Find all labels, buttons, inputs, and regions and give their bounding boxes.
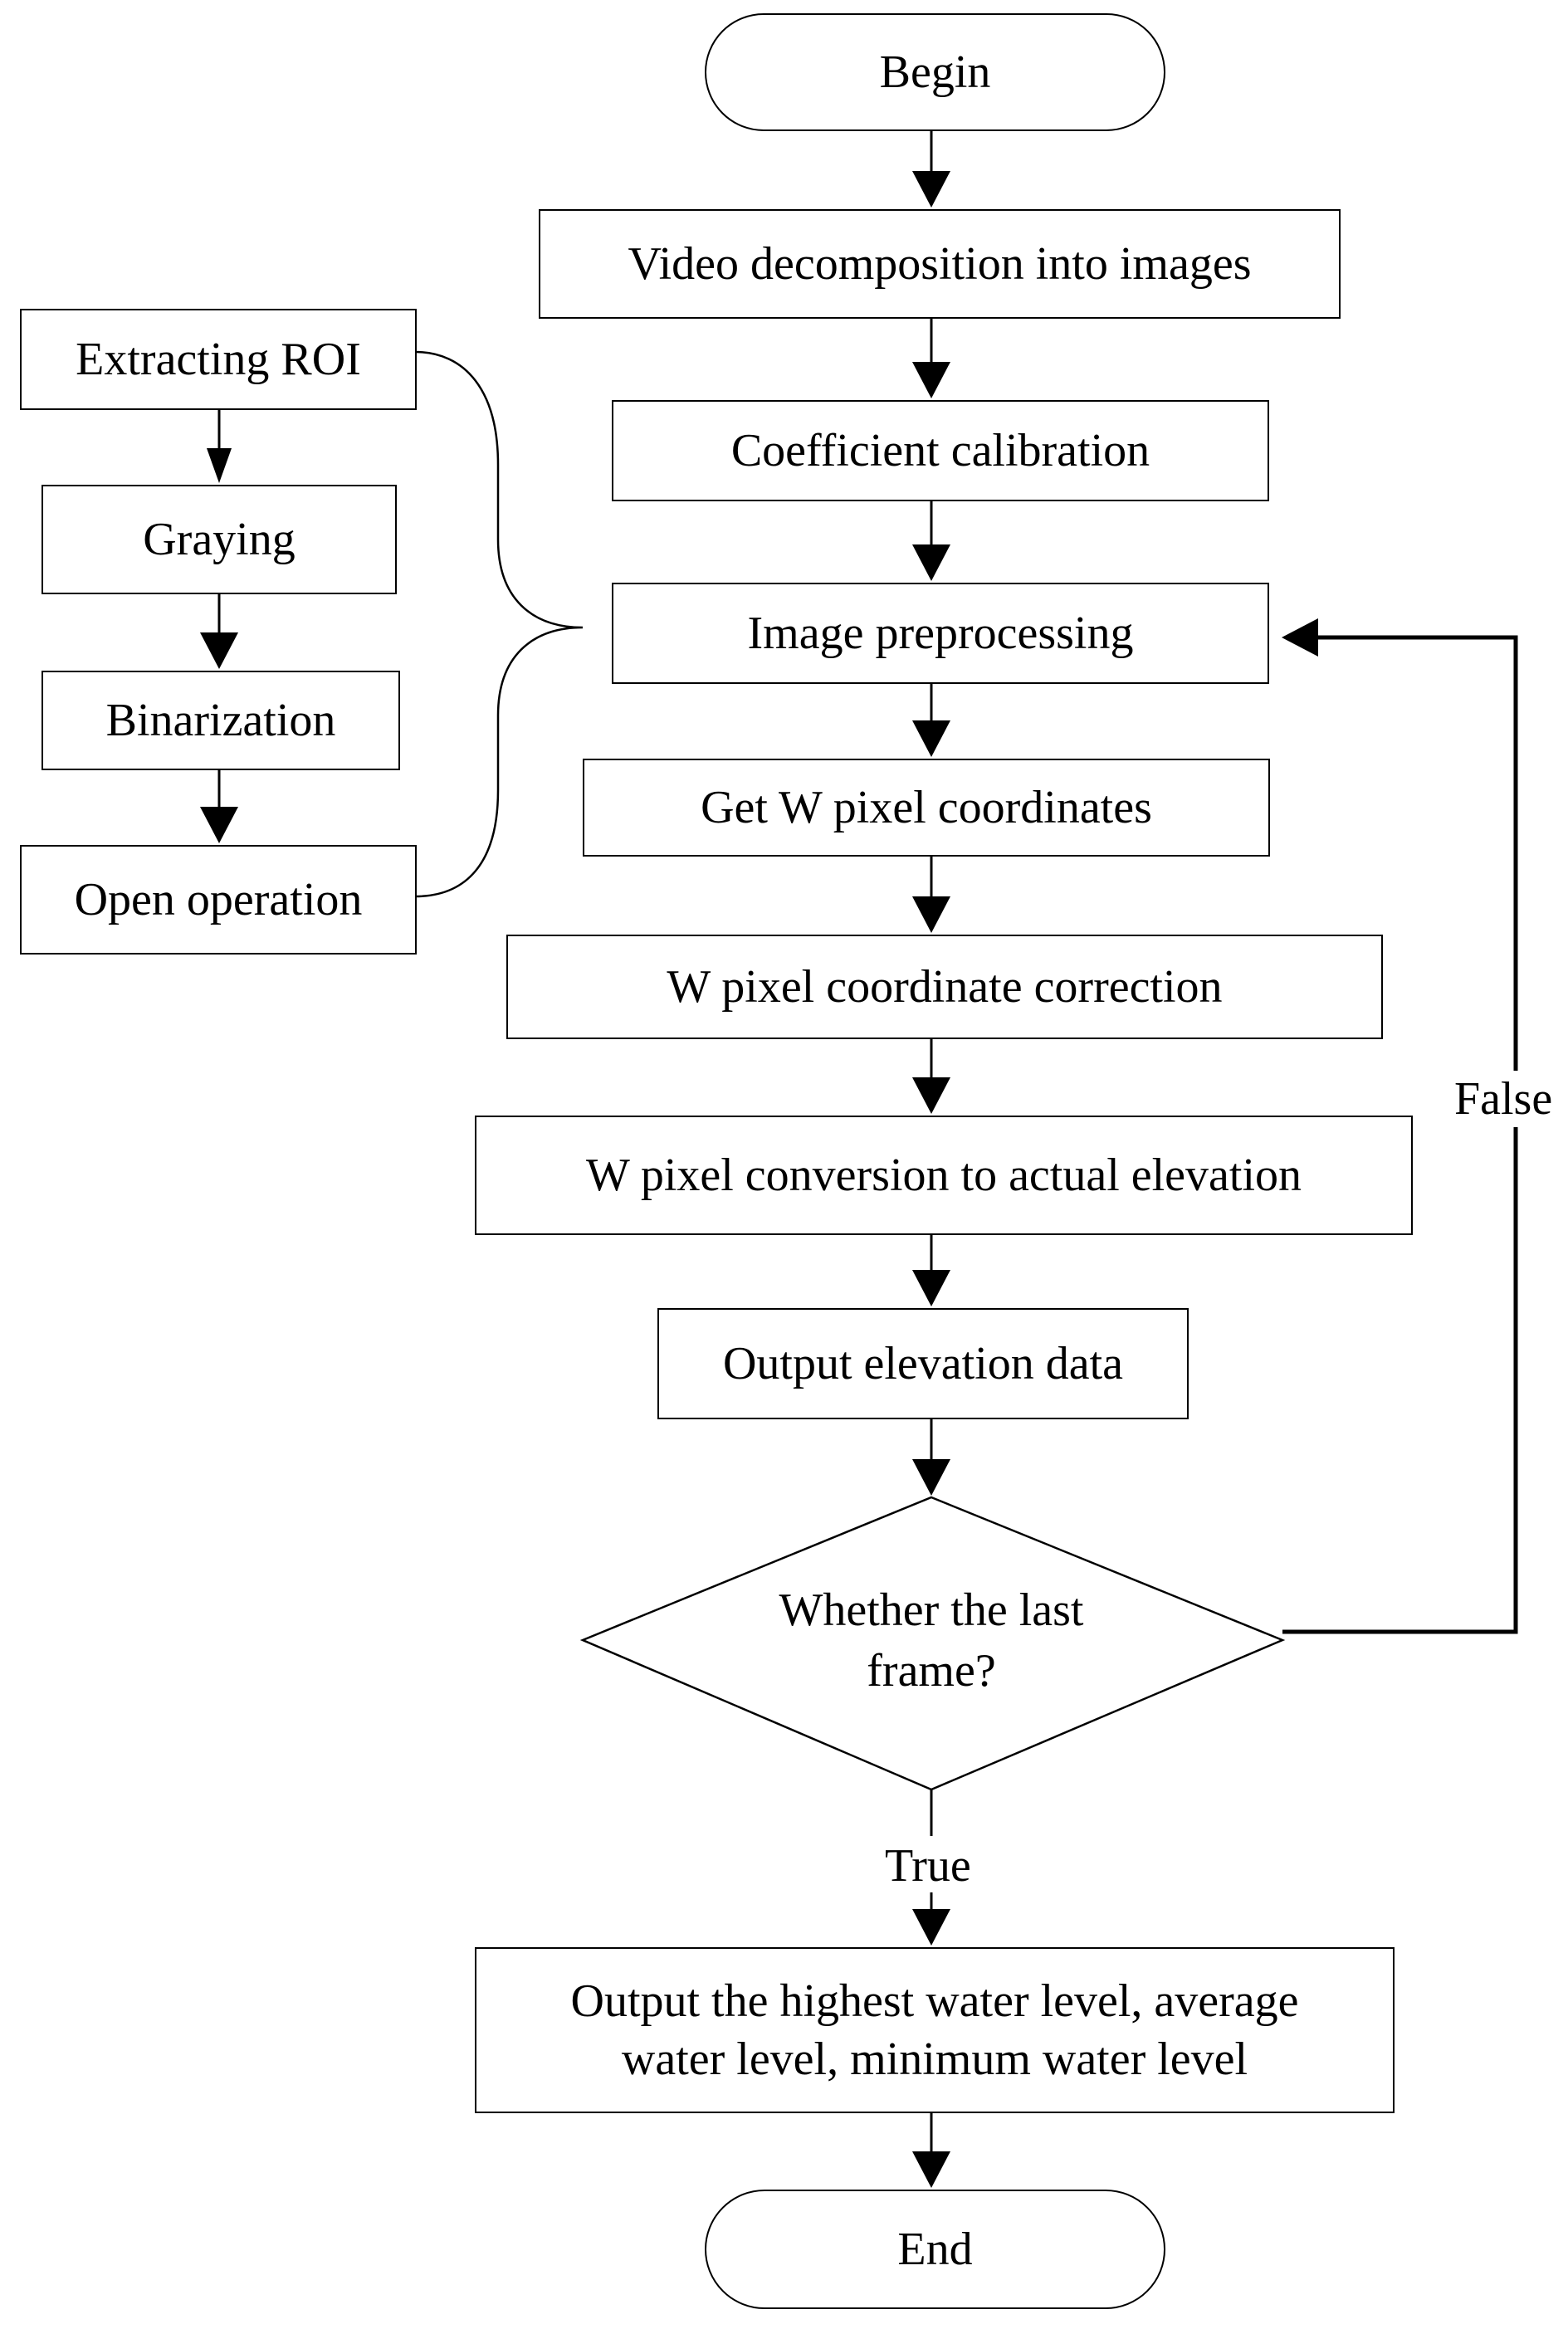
open-operation-node: Open operation [20, 845, 417, 955]
arrowhead [912, 1077, 950, 1114]
extracting-roi-node: Extracting ROI [20, 309, 417, 410]
arrowhead [1282, 618, 1318, 657]
arrowhead [912, 544, 950, 581]
output-elevation-node: Output elevation data [657, 1308, 1189, 1419]
curly-brace [414, 350, 584, 898]
arrowhead [912, 2151, 950, 2188]
end-node: End [705, 2190, 1165, 2309]
begin-node: Begin [705, 13, 1165, 131]
w-pixel-correction-label: W pixel coordinate correction [667, 961, 1223, 1013]
false-loop-line [1282, 635, 1518, 1634]
output-water-level-node: Output the highest water level, average … [475, 1947, 1395, 2113]
binarization-label: Binarization [105, 695, 336, 746]
w-pixel-conversion-label: W pixel conversion to actual elevation [585, 1150, 1302, 1201]
arrowhead [912, 171, 950, 208]
arrowhead [912, 1909, 950, 1946]
begin-label: Begin [879, 46, 991, 98]
video-decomposition-label: Video decomposition into images [628, 238, 1252, 290]
video-decomposition-node: Video decomposition into images [539, 209, 1341, 319]
open-operation-label: Open operation [74, 874, 363, 925]
image-preprocessing-label: Image preprocessing [747, 608, 1134, 659]
graying-node: Graying [42, 485, 397, 594]
get-w-pixel-node: Get W pixel coordinates [583, 759, 1270, 857]
arrowhead [912, 720, 950, 757]
arrowhead [912, 1270, 950, 1306]
arrowhead [207, 448, 232, 483]
coefficient-calibration-node: Coefficient calibration [612, 400, 1269, 501]
end-label: End [897, 2224, 973, 2275]
decision-label: Whether the last frame? [779, 1584, 1084, 1697]
image-preprocessing-node: Image preprocessing [612, 583, 1269, 684]
false-branch-label: False [1451, 1071, 1556, 1127]
arrowhead [912, 362, 950, 398]
arrowhead [912, 896, 950, 933]
extracting-roi-label: Extracting ROI [76, 334, 361, 385]
output-water-level-label: Output the highest water level, average … [570, 1975, 1299, 2085]
output-elevation-label: Output elevation data [722, 1338, 1124, 1389]
w-pixel-correction-node: W pixel coordinate correction [506, 935, 1383, 1039]
arrowhead [200, 807, 238, 843]
graying-label: Graying [143, 514, 296, 565]
true-branch-label: True [882, 1839, 975, 1892]
binarization-node: Binarization [42, 671, 400, 770]
coefficient-calibration-label: Coefficient calibration [730, 425, 1150, 476]
arrowhead [912, 1459, 950, 1496]
w-pixel-conversion-node: W pixel conversion to actual elevation [475, 1116, 1413, 1235]
get-w-pixel-label: Get W pixel coordinates [701, 782, 1152, 833]
arrowhead [200, 632, 238, 669]
